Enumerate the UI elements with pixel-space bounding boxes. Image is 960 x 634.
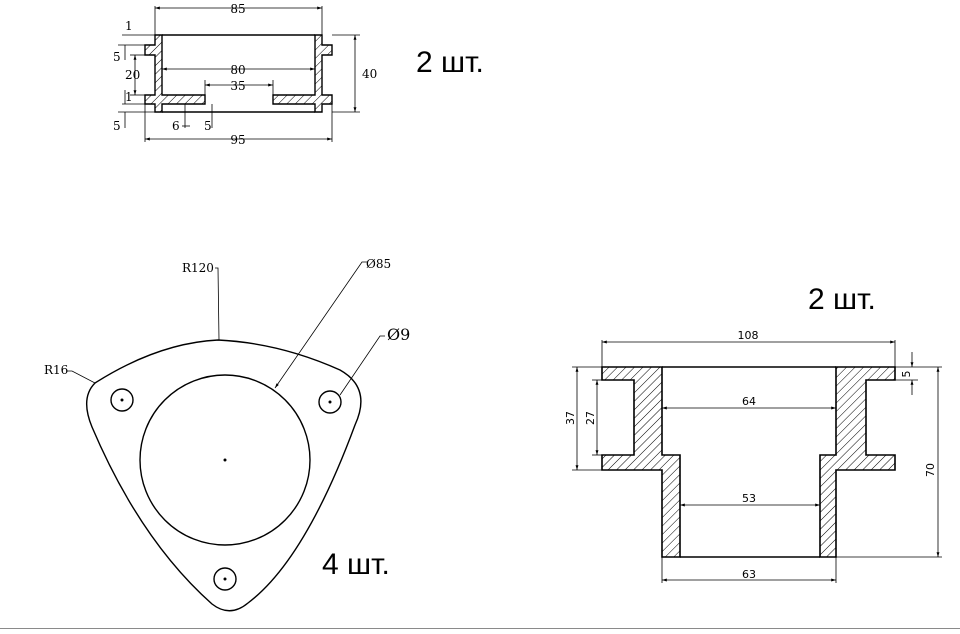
dim-53: 53 <box>742 492 756 505</box>
flange-bolt-hole-right <box>318 390 342 414</box>
dim-35: 35 <box>230 79 245 93</box>
flange-outline <box>86 339 362 612</box>
dim-d9: Ø9 <box>387 325 410 344</box>
dim-d85: Ø85 <box>366 257 391 271</box>
bottom-border <box>0 628 960 629</box>
dim-6: 6 <box>172 119 180 133</box>
dim-37: 37 <box>564 411 577 425</box>
dim-5-bottom: 5 <box>113 119 121 133</box>
dim-95: 95 <box>230 133 245 147</box>
dim-27: 27 <box>584 411 597 425</box>
top-sleeve-dim-labels: 85 80 35 95 40 20 5 5 1 1 6 5 <box>113 2 377 147</box>
flange-bolt-hole-bottom <box>213 567 237 591</box>
dim-63: 63 <box>742 568 756 581</box>
top-sleeve-section <box>144 34 333 113</box>
dim-5-top: 5 <box>113 50 121 64</box>
adapter-section <box>601 366 896 558</box>
dim-1-top: 1 <box>125 19 133 33</box>
sleeve-right-wall <box>272 34 333 113</box>
flange-bolt-hole-left <box>110 388 134 412</box>
dim-r120: R120 <box>182 261 214 275</box>
adapter-quantity: 2 шт. <box>808 283 876 316</box>
adapter-left-wall <box>601 366 681 558</box>
dim-64: 64 <box>742 395 756 408</box>
sleeve-left-wall <box>144 34 206 113</box>
adapter-right-wall <box>819 366 896 558</box>
dim-40: 40 <box>362 67 377 81</box>
dim-1-bottom: 1 <box>125 90 133 104</box>
dim-5-adapter: 5 <box>900 371 913 378</box>
flange-center-bore <box>139 374 311 546</box>
dim-r16: R16 <box>44 363 68 377</box>
adapter-dim-labels: 108 64 53 63 70 37 27 5 <box>564 329 937 581</box>
adapter-dimensions <box>572 340 942 583</box>
dim-70: 70 <box>924 463 937 477</box>
top-sleeve-dimensions <box>118 6 360 142</box>
dim-108: 108 <box>738 329 759 342</box>
flange-quantity: 4 шт. <box>322 548 390 581</box>
flange-leaders <box>66 261 385 396</box>
dim-80: 80 <box>230 63 245 77</box>
flange-dim-labels: R120 R16 Ø85 Ø9 <box>44 257 410 377</box>
top-sleeve-quantity: 2 шт. <box>416 46 484 79</box>
dim-85: 85 <box>230 2 245 16</box>
flange-plate <box>86 339 362 612</box>
dim-5-width: 5 <box>204 119 212 133</box>
dim-20: 20 <box>125 68 140 82</box>
